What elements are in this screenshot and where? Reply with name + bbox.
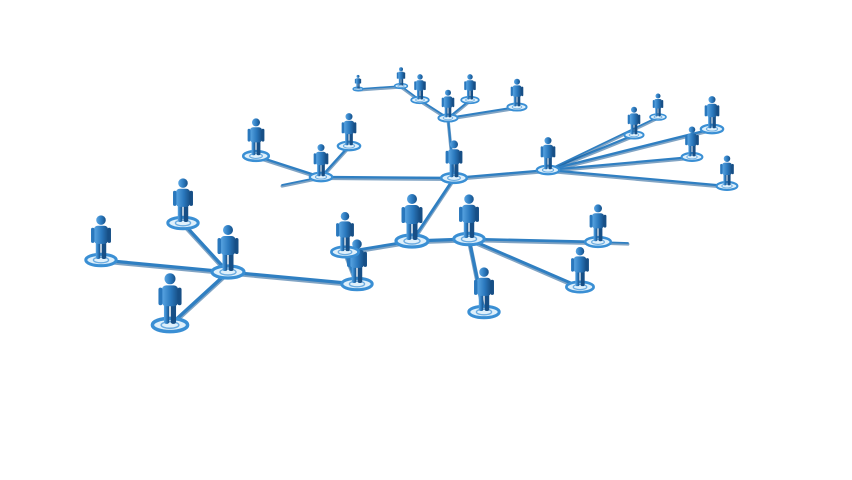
person-node (467, 267, 501, 320)
person-icon (336, 212, 354, 252)
person-icon (652, 93, 664, 117)
person-icon (510, 78, 524, 107)
person-icon (720, 155, 734, 186)
node-ring (439, 171, 469, 185)
node-ring (340, 276, 374, 292)
person-node (308, 144, 334, 183)
node-ring (352, 86, 364, 92)
person-icon (347, 239, 367, 284)
node-ring (715, 181, 739, 191)
person-icon (627, 106, 641, 135)
person-node (535, 137, 561, 176)
person-node (439, 140, 469, 185)
person-node (241, 118, 271, 163)
node-ring (393, 82, 409, 90)
person-node (437, 89, 459, 123)
node-ring (460, 95, 480, 105)
person-node (150, 273, 190, 334)
person-node (84, 215, 118, 268)
person-node (506, 78, 528, 112)
network-link (467, 237, 600, 246)
person-node (394, 194, 430, 249)
node-ring (680, 152, 704, 162)
node-ring (535, 164, 561, 176)
node-ring (308, 171, 334, 183)
person-node (336, 113, 362, 152)
node-ring (506, 102, 528, 112)
network-link (446, 105, 519, 121)
node-ring (150, 316, 190, 334)
person-node (460, 74, 480, 105)
network-link (452, 168, 550, 181)
person-node (649, 93, 667, 121)
network-nodes (84, 67, 739, 334)
network-link (546, 127, 714, 173)
network-link (167, 270, 231, 329)
node-ring (467, 304, 501, 320)
network-link (319, 175, 456, 181)
node-ring (437, 113, 459, 123)
node-ring (241, 149, 271, 163)
person-node (330, 212, 360, 259)
person-icon (396, 67, 406, 86)
network-link (546, 168, 729, 189)
person-icon (704, 96, 720, 129)
person-icon (341, 113, 357, 146)
person-node (210, 225, 246, 280)
person-icon (91, 215, 111, 260)
person-icon (313, 144, 329, 177)
person-node (340, 239, 374, 292)
person-icon (589, 204, 607, 242)
person-icon (414, 74, 426, 100)
node-ring (410, 95, 430, 105)
node-ring (565, 280, 595, 294)
network-link (98, 258, 231, 276)
person-node (583, 204, 613, 249)
person-node (715, 155, 739, 191)
person-icon (354, 74, 362, 89)
person-icon (401, 194, 423, 240)
person-icon (441, 89, 455, 118)
network-link (180, 221, 231, 276)
person-icon (540, 137, 556, 170)
person-node (410, 74, 430, 105)
network-link (410, 176, 456, 245)
network-link (356, 85, 403, 92)
person-node (452, 194, 486, 247)
person-icon (247, 118, 265, 156)
node-ring (623, 130, 645, 140)
node-ring (699, 123, 725, 135)
person-node (565, 247, 595, 294)
person-icon (158, 273, 182, 324)
person-node (623, 106, 645, 140)
person-icon (464, 74, 476, 100)
person-icon (217, 225, 239, 271)
person-icon (173, 178, 193, 223)
person-node (166, 178, 200, 231)
network-link (546, 155, 694, 173)
network-link (225, 270, 360, 288)
person-icon (459, 194, 479, 239)
person-node (352, 74, 364, 92)
node-ring (84, 252, 118, 268)
node-ring (583, 235, 613, 249)
person-icon (685, 126, 699, 157)
node-ring (330, 245, 360, 259)
network-link (466, 237, 583, 291)
person-icon (474, 267, 494, 312)
person-node (680, 126, 704, 162)
person-icon (445, 140, 463, 178)
node-ring (649, 113, 667, 121)
person-node (393, 67, 409, 90)
node-ring (336, 140, 362, 152)
node-ring (452, 231, 486, 247)
node-ring (210, 264, 246, 280)
node-ring (166, 215, 200, 231)
person-icon (571, 247, 589, 287)
network-link (546, 116, 660, 173)
node-ring (394, 233, 430, 249)
person-node (699, 96, 725, 135)
